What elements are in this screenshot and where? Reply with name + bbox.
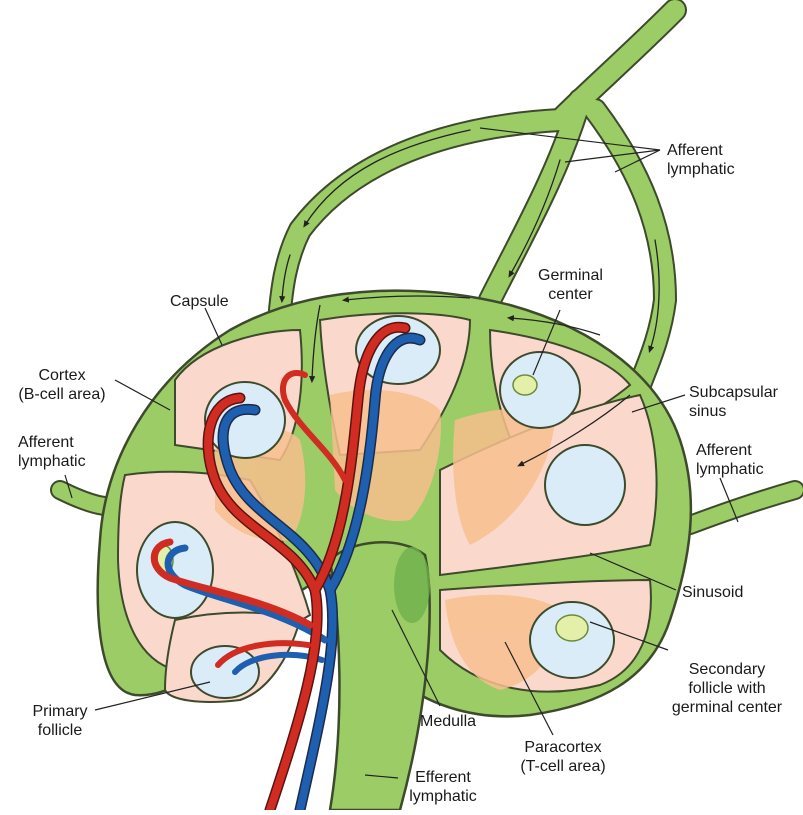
label-cortex: Cortex(B-cell area) bbox=[2, 366, 122, 404]
label-medulla: Medulla bbox=[420, 712, 476, 731]
medulla-hilum bbox=[394, 547, 430, 623]
label-sinusoid: Sinusoid bbox=[682, 583, 743, 602]
label-paracortex: Paracortex(T-cell area) bbox=[508, 738, 618, 776]
label-capsule: Capsule bbox=[170, 292, 229, 311]
